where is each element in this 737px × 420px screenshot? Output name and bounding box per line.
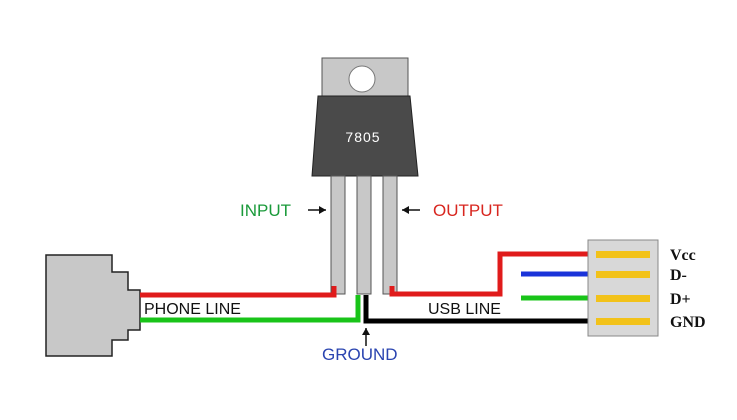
mounting-hole [348,65,376,93]
input-pin [330,175,346,295]
black-wire-usb [363,295,596,324]
phone-jack-connector [45,254,141,357]
usb-line-label: USB LINE [428,301,501,318]
usb-pin-label: D+ [670,291,691,308]
usb-contact-dplus [596,295,650,302]
red-wire-phone [140,286,337,298]
usb-contact-vcc [596,251,650,258]
regulator-part-number: 7805 [345,129,380,145]
input-arrow-head [319,206,326,214]
ground-arrow-head [362,328,370,335]
phone-line-label: PHONE LINE [144,301,241,318]
ground-pin [356,175,372,295]
output-label: OUTPUT [433,201,503,220]
ground-label: GROUND [322,345,398,364]
output-arrow-head [402,206,409,214]
output-pin [382,175,398,295]
usb-pin-label: D- [670,267,687,284]
usb-pin-label: Vcc [670,247,696,264]
usb-contact-gnd [596,318,650,325]
usb-pin-label: GND [670,314,706,331]
red-wire-usb [389,251,596,297]
regulator-body [311,95,419,177]
green-wire-phone [140,295,361,323]
input-label: INPUT [240,201,291,220]
usb-contact-dminus [596,271,650,278]
